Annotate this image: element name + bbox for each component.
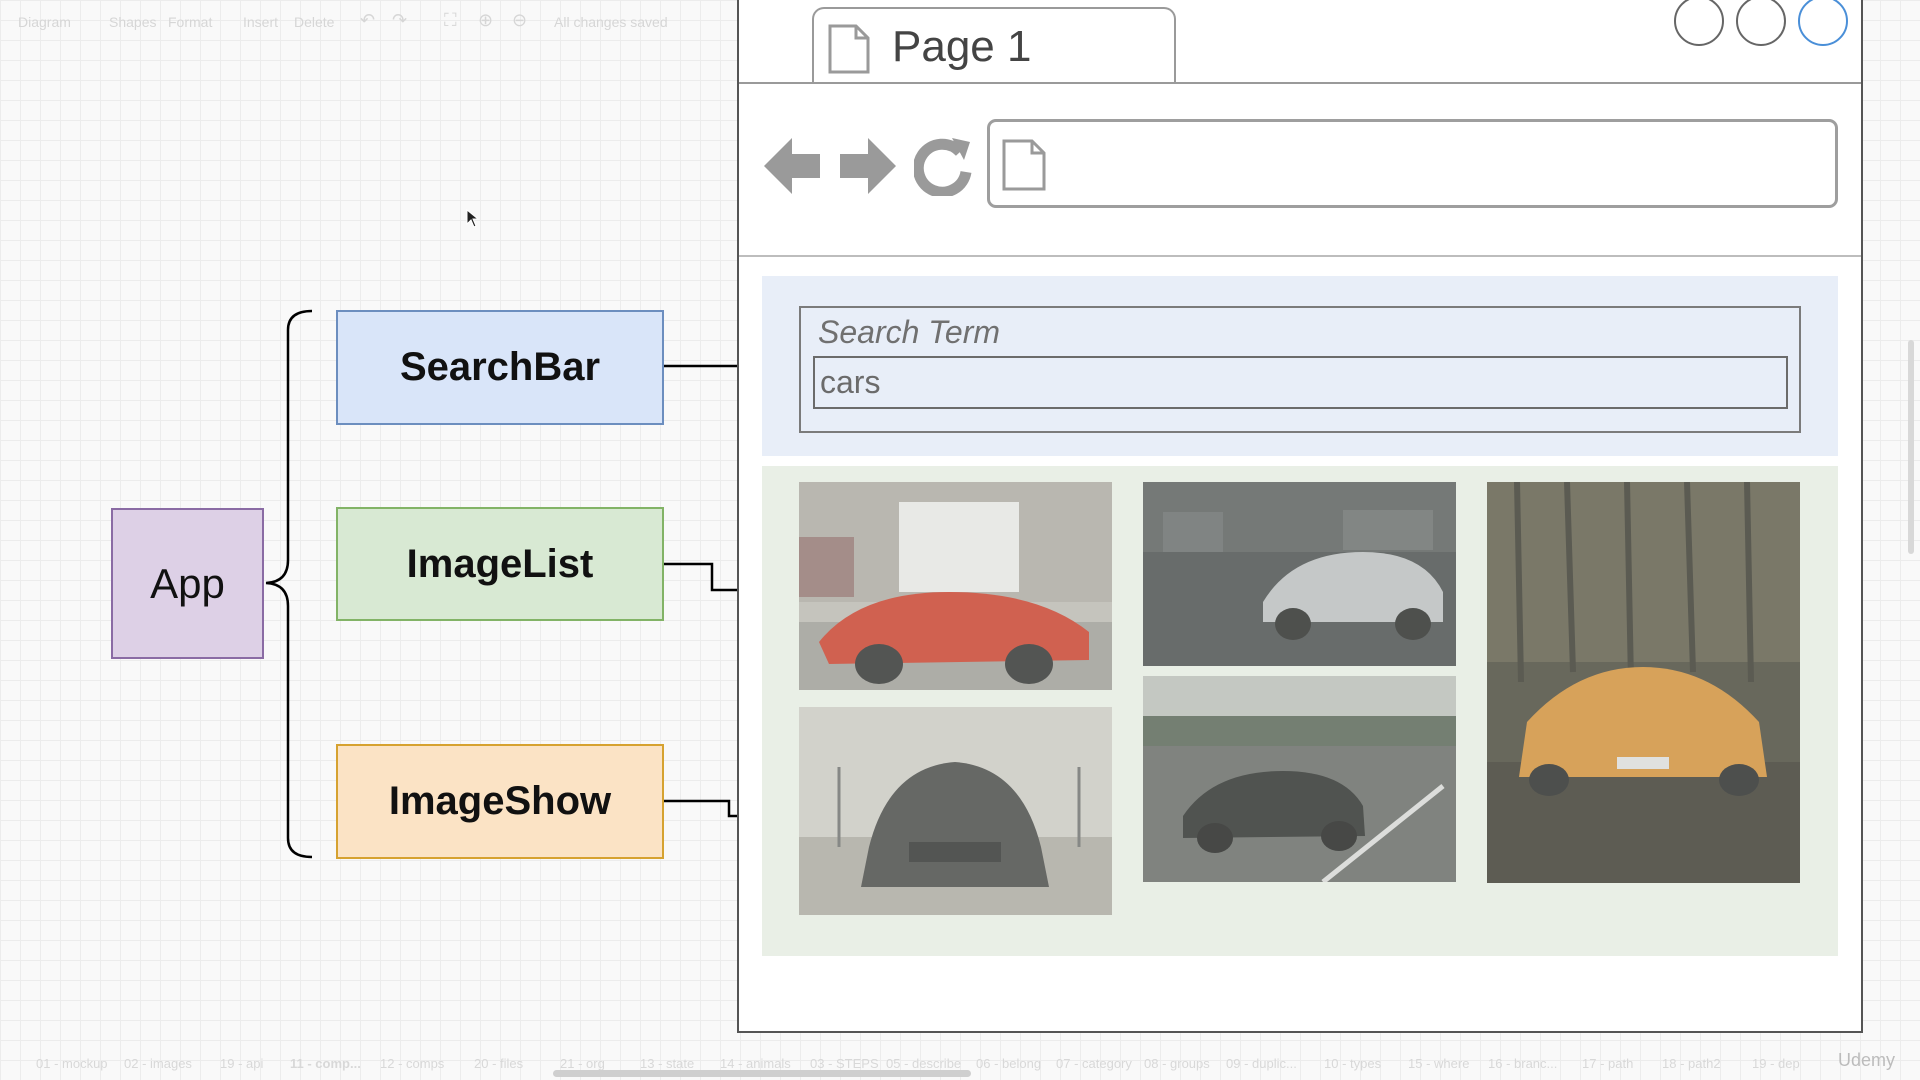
forward-arrow-icon[interactable] — [838, 134, 898, 198]
editor-toolbar: Diagram Shapes Format Insert Delete ↶ ↷ … — [0, 0, 730, 44]
menu-diagram[interactable]: Diagram — [18, 14, 71, 30]
mouse-cursor-icon — [466, 209, 480, 228]
page-tab[interactable]: 07 - category — [1056, 1056, 1132, 1071]
page-tab[interactable]: 18 - path2 — [1662, 1056, 1721, 1071]
page-tab[interactable]: 06 - belong — [976, 1056, 1042, 1071]
page-tab[interactable]: 01 - mockup — [36, 1056, 108, 1071]
tab-title: Page 1 — [892, 22, 1032, 71]
zoom-in-icon[interactable]: ⊕ — [478, 10, 494, 30]
searchbar-label: SearchBar — [399, 345, 601, 389]
car-image[interactable] — [799, 482, 1112, 690]
page-tab[interactable]: 02 - images — [124, 1056, 192, 1071]
search-input[interactable]: cars — [813, 356, 1788, 409]
page-tab[interactable]: 12 - comps — [380, 1056, 445, 1071]
window-button-circle[interactable] — [1674, 0, 1724, 46]
search-form — [799, 306, 1801, 433]
page-tab[interactable]: 09 - duplic... — [1226, 1056, 1297, 1071]
browser-tab[interactable] — [812, 7, 1176, 83]
undo-icon[interactable]: ↶ — [360, 10, 376, 30]
car-image[interactable] — [1143, 482, 1456, 666]
imagelist-label: ImageList — [406, 541, 594, 586]
zoom-out-icon[interactable]: ⊖ — [512, 10, 528, 30]
back-arrow-icon[interactable] — [762, 134, 822, 198]
imageshow-box[interactable]: ImageShow — [336, 744, 664, 859]
address-divider — [739, 255, 1861, 257]
window-button-circle[interactable] — [1798, 0, 1848, 46]
searchbar-box[interactable]: SearchBar — [336, 310, 664, 425]
menu-shapes[interactable]: Shapes — [109, 14, 157, 30]
page-tab-active[interactable]: 11 - comp... — [290, 1056, 361, 1071]
car-image[interactable] — [799, 707, 1112, 915]
car-image[interactable] — [1487, 482, 1800, 883]
imagelist-box[interactable]: ImageList — [336, 507, 664, 621]
page-tab[interactable]: 16 - branc... — [1488, 1056, 1558, 1071]
page-tab[interactable]: 10 - types — [1324, 1056, 1382, 1071]
page-tabs-bar: 01 - mockup 02 - images 19 - api 11 - co… — [0, 1046, 1920, 1080]
menu-delete[interactable]: Delete — [294, 14, 335, 30]
brace-connector — [265, 309, 313, 859]
page-tab[interactable]: 21 - org — [560, 1056, 605, 1071]
fullscreen-icon[interactable]: ⛶ — [444, 10, 457, 30]
tab-divider — [739, 82, 1861, 84]
page-tab[interactable]: 14 - animals — [720, 1056, 791, 1071]
page-tab[interactable]: 05 - describe — [886, 1056, 962, 1071]
redo-icon[interactable]: ↷ — [392, 10, 408, 30]
menu-format[interactable]: Format — [168, 14, 213, 30]
url-bar[interactable] — [987, 119, 1838, 208]
app-label: App — [150, 559, 225, 607]
udemy-watermark: Udemy — [1838, 1050, 1896, 1070]
save-status: All changes saved — [554, 14, 668, 30]
car-image[interactable] — [1143, 676, 1456, 882]
page-icon — [828, 24, 870, 74]
page-tab[interactable]: 03 - STEPS — [810, 1056, 879, 1071]
menu-insert[interactable]: Insert — [243, 14, 279, 30]
window-button-circle[interactable] — [1736, 0, 1786, 46]
reload-icon[interactable] — [914, 136, 972, 196]
imagelist-arrow — [664, 562, 762, 596]
vertical-scrollbar[interactable] — [1908, 340, 1914, 554]
app-box[interactable]: App — [111, 508, 264, 659]
page-tab[interactable]: 19 - api — [220, 1056, 264, 1071]
page-icon — [1002, 139, 1046, 191]
imageshow-label: ImageShow — [388, 779, 612, 823]
page-tab[interactable]: 19 - dep — [1752, 1056, 1800, 1071]
search-label: Search Term — [818, 314, 1000, 350]
page-tab[interactable]: 08 - groups — [1144, 1056, 1210, 1071]
page-tab[interactable]: 20 - files — [474, 1056, 524, 1071]
page-tab[interactable]: 15 - where — [1408, 1056, 1470, 1071]
horizontal-scrollbar[interactable] — [553, 1070, 971, 1077]
page-tab[interactable]: 17 - path — [1582, 1056, 1634, 1071]
page-tab[interactable]: 13 - state — [640, 1056, 695, 1071]
